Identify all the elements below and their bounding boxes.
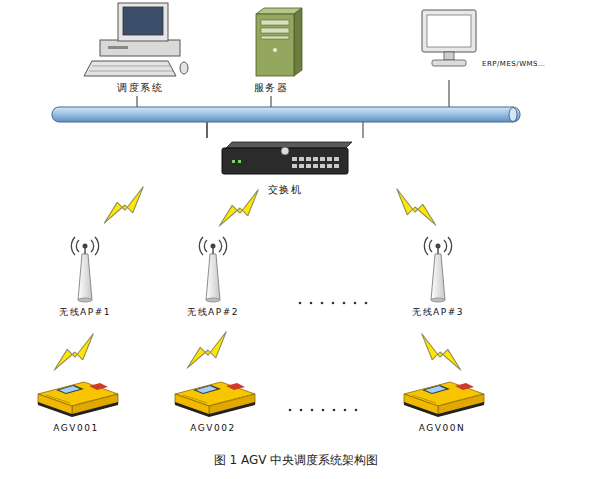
- agv-node: AGV002: [168, 376, 258, 434]
- wireless-bolt: [104, 187, 143, 223]
- wireless-bolt: [397, 189, 436, 225]
- erp-monitor-icon: [422, 10, 476, 66]
- monitor-base: [432, 60, 466, 66]
- access-point-node: 无线AP#3: [398, 232, 478, 318]
- server-icon: [256, 8, 302, 76]
- device-label: 无线AP#1: [45, 306, 125, 318]
- device-label: ERP/MES/WMS…: [482, 58, 586, 70]
- desktop-case: [100, 40, 180, 56]
- monitor-stand: [444, 52, 454, 60]
- device-label: 服务器: [238, 82, 304, 94]
- switch-logo: [281, 147, 289, 155]
- agv-vehicle-icon: [38, 382, 118, 417]
- device-label: AGV00N: [397, 422, 487, 434]
- dispatch-computer-icon: [84, 3, 188, 76]
- access-point-node: 无线AP#2: [173, 232, 253, 318]
- device-label: 无线AP#2: [173, 306, 253, 318]
- device-label: AGV001: [31, 422, 121, 434]
- agv-node: AGV00N: [397, 376, 487, 434]
- drive-bay: [261, 20, 289, 25]
- bus-end: [509, 108, 517, 122]
- agv-vehicle-icon: [404, 382, 484, 417]
- switch-node: 交换机: [200, 138, 370, 198]
- device-label: 交换机: [200, 184, 370, 196]
- device-label: 无线AP#3: [398, 306, 478, 318]
- server-side: [294, 8, 302, 76]
- access-point-node: 无线AP#1: [45, 232, 125, 318]
- drive-bay: [261, 36, 289, 39]
- key-row: [89, 71, 173, 72]
- figure-caption: 图 1 AGV 中央调度系统架构图: [0, 452, 592, 469]
- monitor-frame: [422, 10, 476, 52]
- crt-monitor: [118, 3, 168, 41]
- switch-top: [226, 142, 352, 148]
- monitor-screen: [123, 7, 163, 35]
- agv-vehicle-icon: [175, 382, 255, 417]
- network-bus: [52, 107, 520, 122]
- mouse: [180, 62, 188, 74]
- server-node: 服务器: [238, 12, 304, 96]
- access-point-icon: [424, 237, 451, 302]
- switch-body: [222, 148, 348, 174]
- wireless-bolt: [422, 334, 461, 370]
- ellipsis-dots: [299, 302, 368, 305]
- key-row: [92, 66, 170, 67]
- access-point-icon: [199, 237, 226, 302]
- ellipsis-dots: [289, 409, 358, 412]
- device-label: 调度系统: [88, 82, 192, 94]
- monitor-screen: [427, 15, 471, 47]
- drive-slot: [108, 46, 128, 49]
- agv-node: AGV001: [31, 376, 121, 434]
- switch-ports: [232, 157, 339, 168]
- power-button: [273, 48, 277, 52]
- access-point-icon: [71, 237, 98, 302]
- dispatch-system-node: 调度系统: [88, 4, 192, 96]
- wireless-bolt: [54, 334, 93, 370]
- drive-bay: [261, 28, 289, 33]
- device-label: AGV002: [168, 422, 258, 434]
- keyboard: [84, 61, 176, 76]
- server-front: [256, 14, 294, 76]
- switch-icon: [222, 142, 352, 174]
- wireless-bolt: [187, 332, 226, 368]
- enterprise-system-node: ERP/MES/WMS…: [418, 6, 588, 80]
- wireless-bolt: [219, 190, 258, 226]
